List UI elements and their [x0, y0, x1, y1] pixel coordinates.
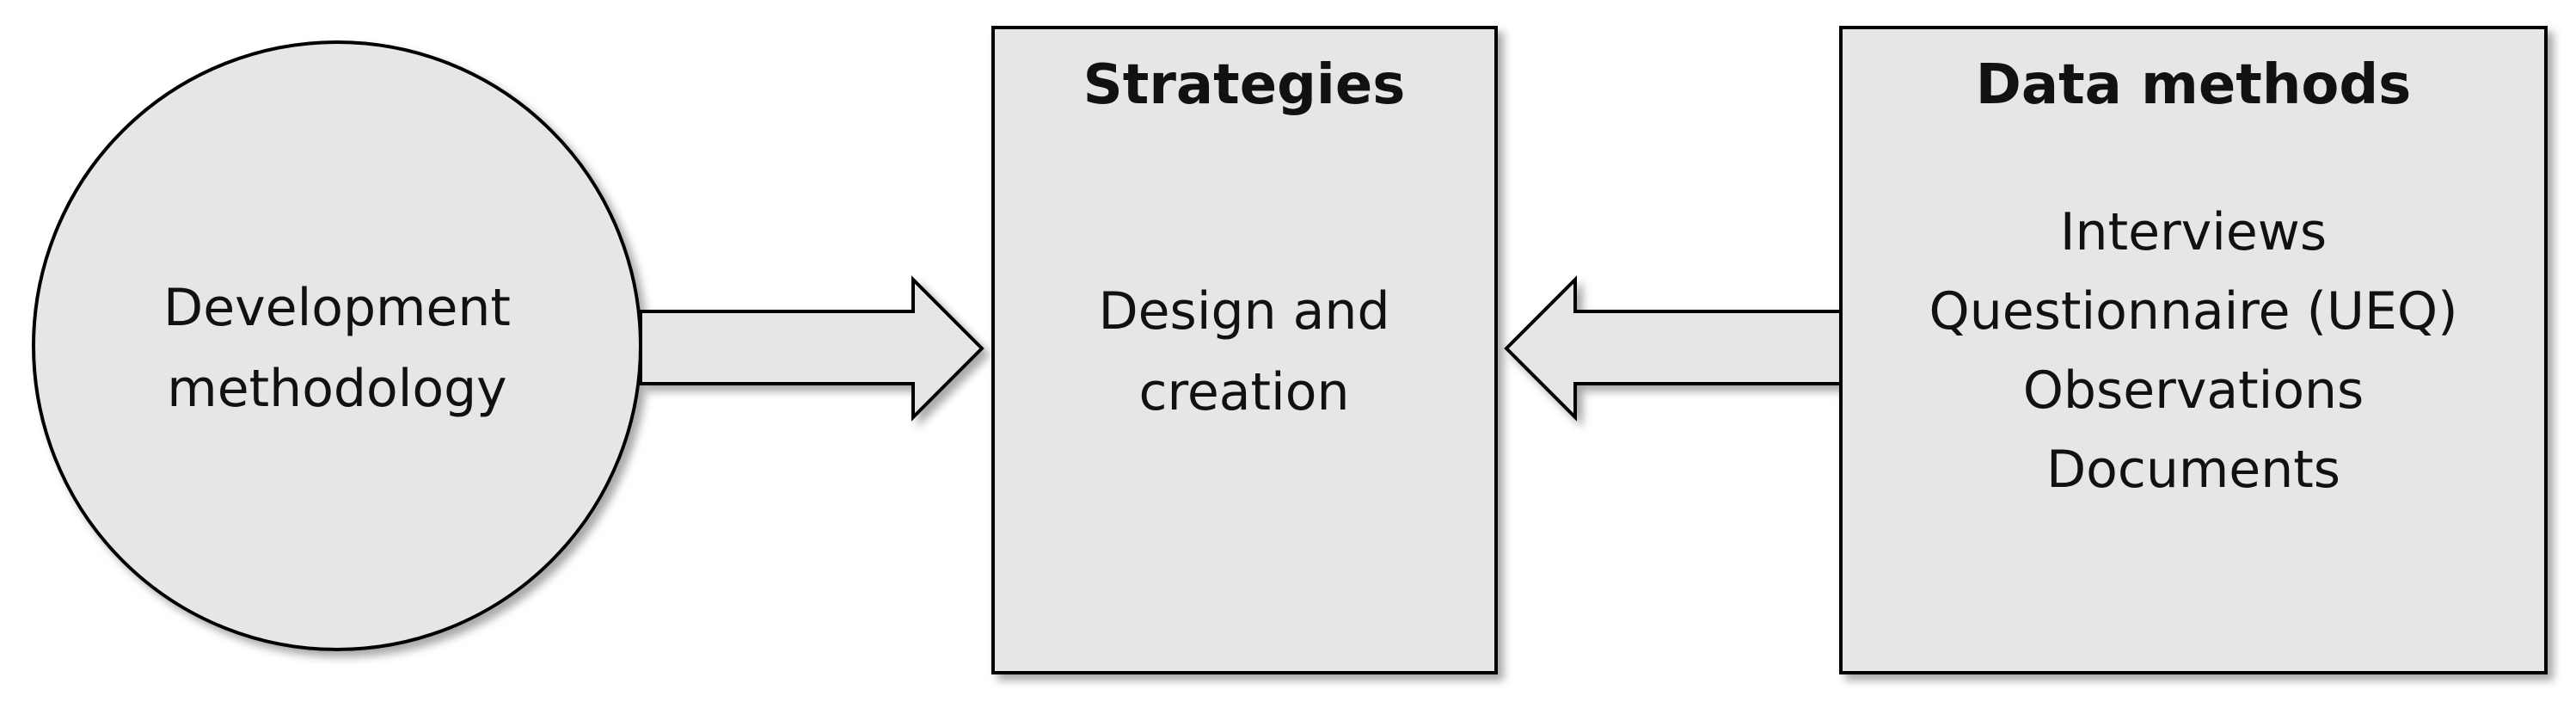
- data-methods-item: Observations: [2023, 360, 2364, 421]
- left-block-arrow: [1504, 275, 1843, 422]
- development-line-1: Development: [163, 278, 511, 338]
- strategies-node: Strategies Design and creation: [991, 26, 1498, 674]
- strategies-box: [991, 26, 1498, 674]
- data-methods-item: Documents: [2046, 440, 2340, 500]
- data-methods-title: Data methods: [1976, 53, 2412, 117]
- right-block-arrow: [639, 275, 984, 422]
- data-methods-item: Interviews: [2060, 202, 2327, 262]
- data-methods-box: [1839, 26, 2548, 674]
- strategies-line-2: creation: [1139, 362, 1350, 422]
- strategies-line-1: Design and: [1098, 281, 1389, 342]
- data-methods-item: Questionnaire (UEQ): [1929, 281, 2457, 342]
- development-node: Development methodology: [32, 40, 642, 651]
- strategies-title: Strategies: [1083, 53, 1406, 117]
- development-circle: [32, 40, 642, 651]
- data-methods-node: Data methods Interviews Questionnaire (U…: [1839, 26, 2548, 674]
- development-line-2: methodology: [167, 359, 506, 419]
